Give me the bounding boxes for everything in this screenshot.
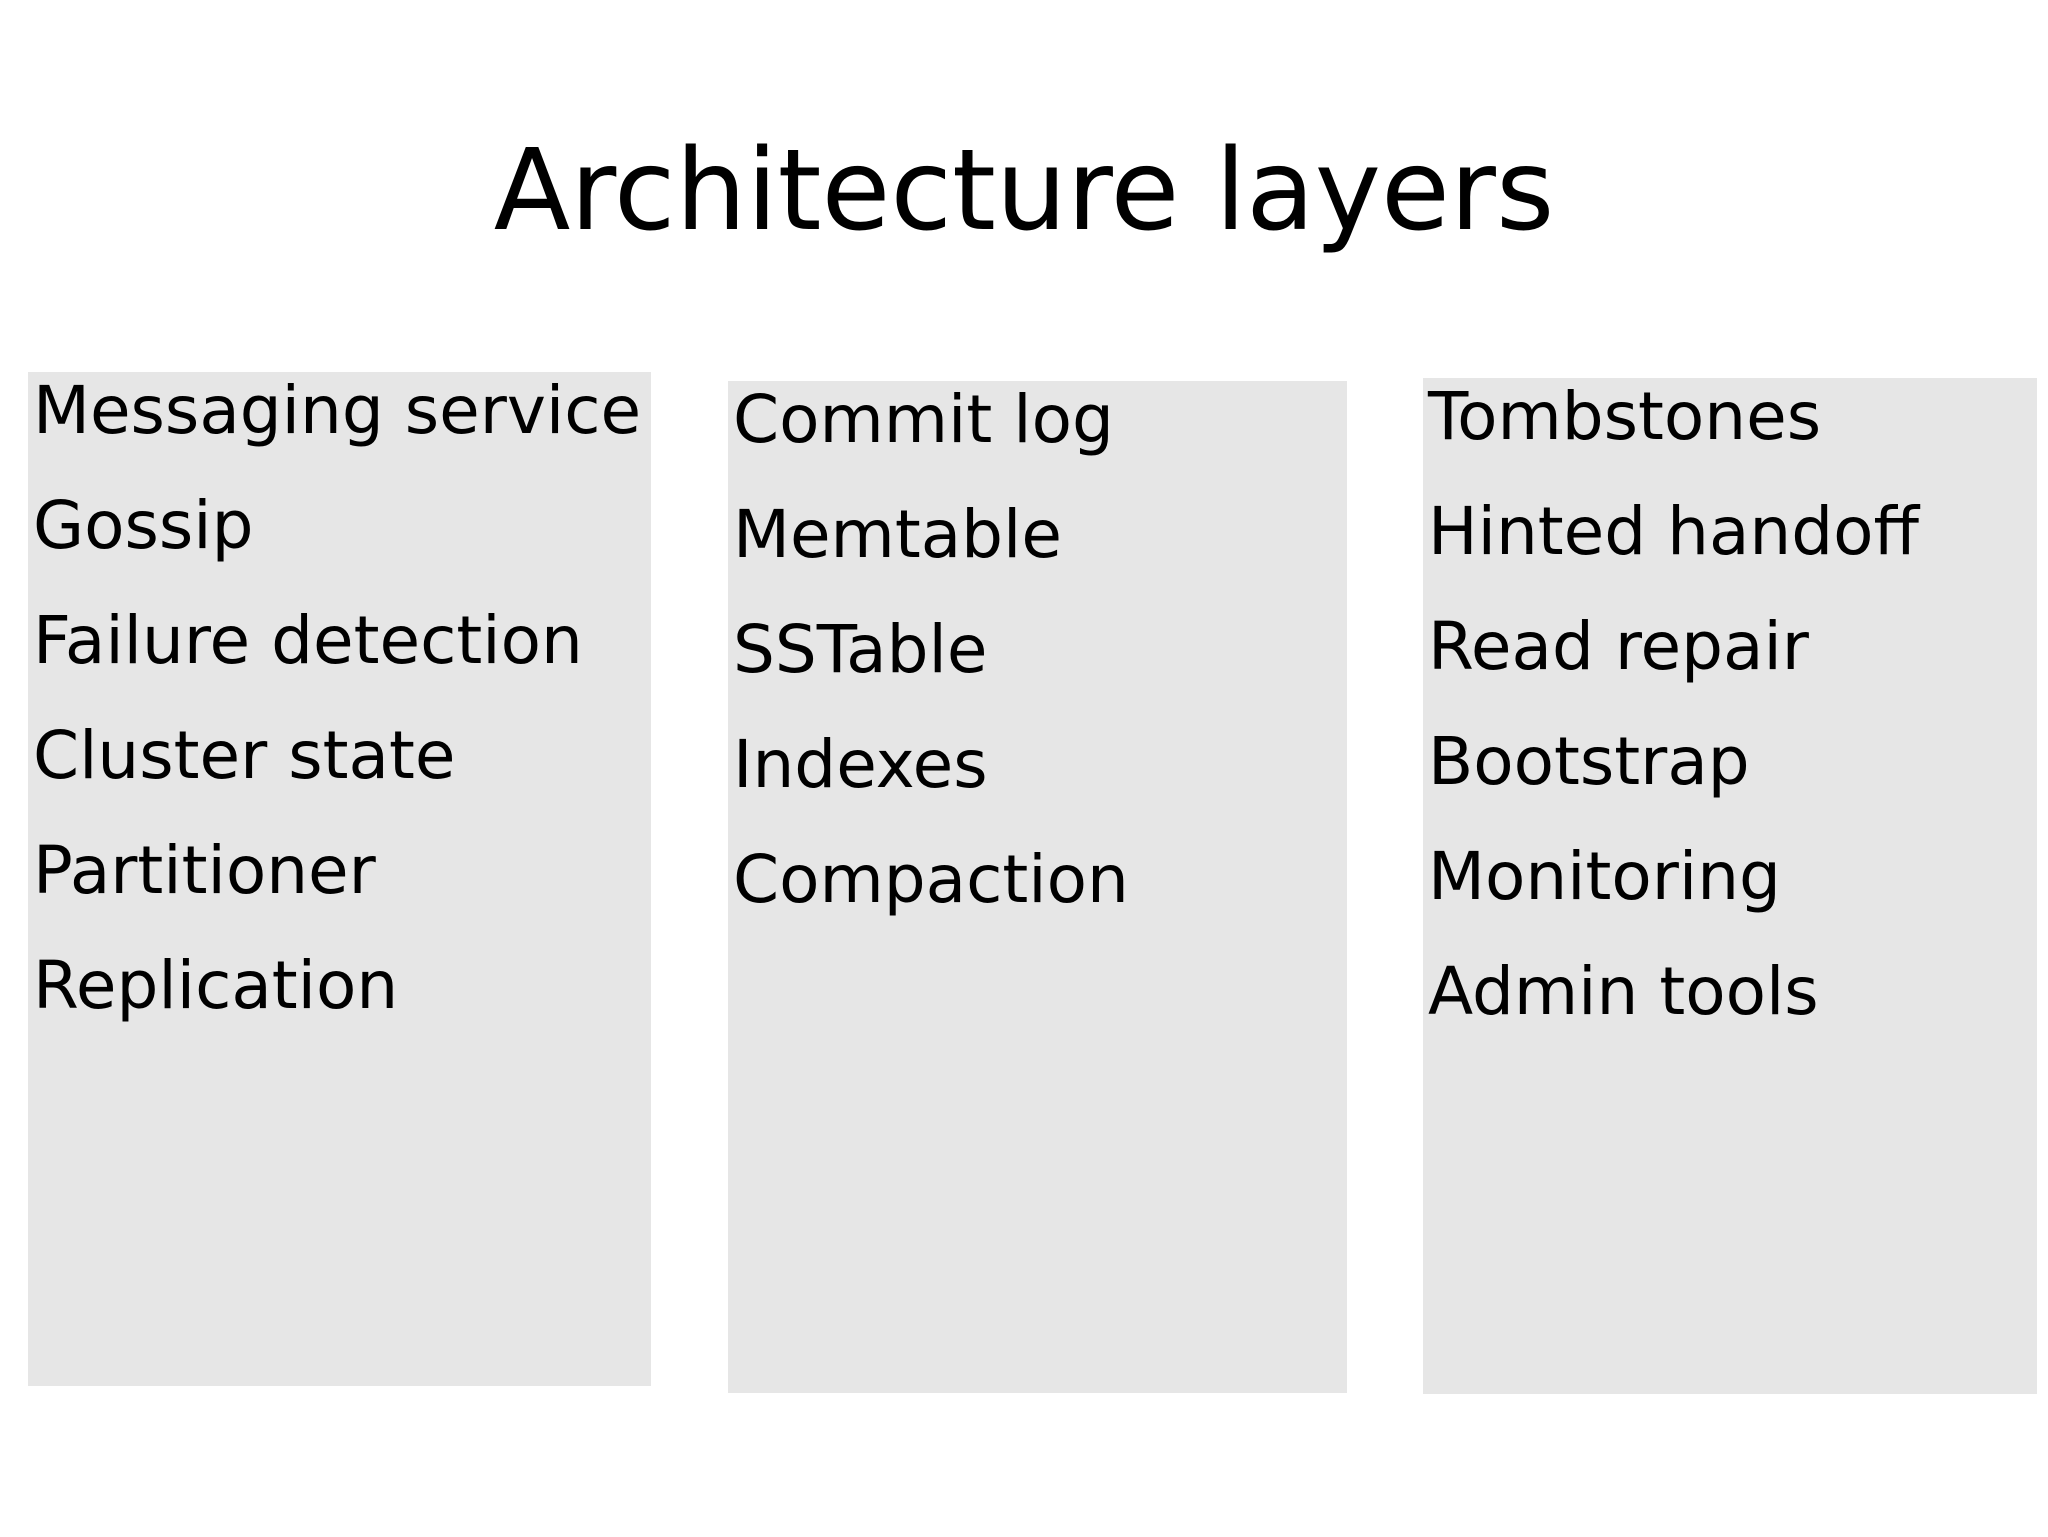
list-item: Messaging service	[33, 372, 642, 449]
list-item: Compaction	[733, 841, 1129, 918]
list-item: Admin tools	[1428, 953, 1819, 1030]
list-item: Hinted handoff	[1428, 493, 1920, 570]
list-item: Bootstrap	[1428, 723, 1750, 800]
list-item: Tombstones	[1428, 378, 1822, 455]
list-item: Indexes	[733, 726, 988, 803]
list-item: Partitioner	[33, 832, 376, 909]
list-item: SSTable	[733, 611, 988, 688]
list-item: Cluster state	[33, 717, 456, 794]
list-item: Gossip	[33, 487, 254, 564]
list-item: Failure detection	[33, 602, 583, 679]
list-item: Replication	[33, 947, 399, 1024]
list-item: Read repair	[1428, 608, 1809, 685]
list-item: Commit log	[733, 381, 1114, 458]
list-item: Memtable	[733, 496, 1063, 573]
slide-title: Architecture layers	[493, 126, 1555, 256]
list-item: Monitoring	[1428, 838, 1781, 915]
